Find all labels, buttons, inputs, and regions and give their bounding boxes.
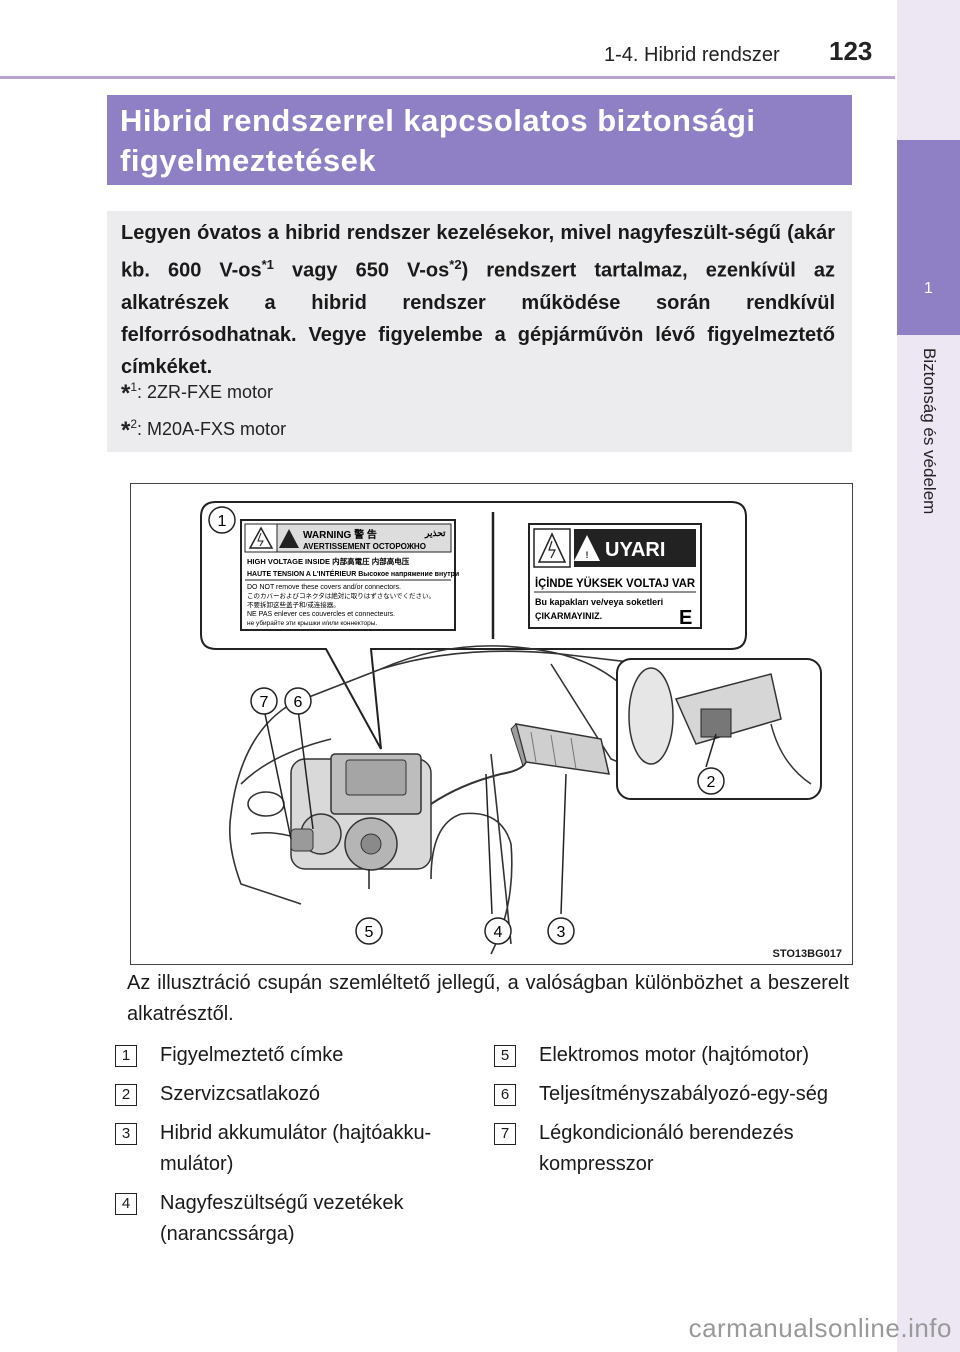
footnote-sup: 2: [130, 417, 138, 431]
intro-box: Legyen óvatos a hibrid rendszer kezelése…: [107, 211, 852, 452]
callout-4: 4: [484, 917, 512, 945]
warning-label-right: ! UYARI İÇİNDE YÜKSEK VOLTAJ VAR Bu kapa…: [528, 523, 702, 629]
svg-text:3: 3: [557, 924, 566, 941]
label-left-line7: не убирайте эти крышки и/или коннекторы.: [247, 619, 377, 627]
intro-text: Legyen óvatos a hibrid rendszer kezelése…: [121, 217, 835, 383]
leader-lines: [263, 708, 717, 915]
label-left-line1: HIGH VOLTAGE INSIDE 内部高電圧 内部高电压: [247, 556, 410, 566]
chapter-number: 1: [924, 280, 933, 297]
callout-6: 6: [284, 687, 312, 715]
list-item: 7 Légkondicionáló berendezés kompresszor: [494, 1118, 859, 1180]
label-left-warning-sub: AVERTISSEMENT ОСТОРОЖНО: [303, 542, 426, 551]
warning-label-left: WARNING 警 告 AVERTISSEMENT ОСТОРОЖНО تحذي…: [240, 519, 459, 631]
list-text: Figyelmeztető címke: [160, 1044, 344, 1066]
service-plug-inset: [616, 658, 822, 800]
list-item: 1 Figyelmeztető címke: [115, 1040, 475, 1071]
intro-sup1: *1: [261, 257, 274, 272]
engine-assembly: [290, 753, 528, 871]
callout-3: 3: [547, 917, 575, 945]
list-number: 4: [115, 1193, 137, 1215]
list-item: 3 Hibrid akkumulátor (hajtóakku-mulátor): [115, 1118, 475, 1180]
figure-caption: Az illusztráció csupán szemléltető jelle…: [127, 972, 849, 1025]
list-item: 4 Nagyfeszültségű vezetékek (narancssárga…: [115, 1188, 475, 1250]
callout-5: 5: [355, 917, 383, 945]
car-outline: [228, 645, 732, 955]
svg-text:!: !: [586, 550, 589, 560]
label-left-warning-head: WARNING 警 告: [303, 528, 377, 541]
label-left-line4: このカバーおよびコネクタは絶対に取りはずさないでください。: [247, 591, 435, 600]
label-right-line2: Bu kapakları ve/veya soketleri: [535, 597, 663, 607]
label-right-line1: İÇİNDE YÜKSEK VOLTAJ VAR: [535, 575, 695, 590]
intro-text-part2: vagy 650 V-os: [273, 259, 450, 282]
footnote-sup: 1: [130, 380, 138, 394]
page-number: 123: [829, 36, 873, 66]
callout-2: 2: [697, 767, 725, 795]
chapter-number-block: 1: [897, 140, 960, 335]
hybrid-battery: [510, 723, 610, 775]
title-banner: Hibrid rendszerrel kapcsolatos biztonság…: [107, 95, 852, 185]
list-item: 6 Teljesítményszabályozó-egy-ség: [494, 1079, 859, 1110]
svg-text:5: 5: [365, 924, 374, 941]
footnote-2: *2: M20A-FXS motor: [121, 414, 287, 444]
footnote-1: *1: 2ZR-FXE motor: [121, 377, 274, 407]
label-right-line3: ÇIKARMAYINIZ.: [535, 611, 602, 621]
chapter-label: Biztonság és védelem: [920, 348, 939, 515]
footnote-text: : M20A-FXS motor: [137, 419, 287, 439]
intro-text-part3: ) rendszert tartalmaz, ezenkívül az alka…: [121, 259, 835, 378]
list-number: 5: [494, 1045, 516, 1067]
header-divider: [0, 76, 895, 79]
list-item: 2 Szervizcsatlakozó: [115, 1079, 475, 1110]
footnote-star: *: [121, 417, 131, 444]
chapter-label-block: Biztonság és védelem: [897, 340, 960, 600]
callout-numbers: 1 2 3 4 5 6 7: [208, 506, 725, 945]
footnote-text: : 2ZR-FXE motor: [137, 382, 274, 402]
list-number: 6: [494, 1084, 516, 1106]
callout-7: 7: [250, 687, 278, 715]
list-text: Elektromos motor (hajtómotor): [539, 1044, 810, 1066]
svg-text:2: 2: [707, 774, 716, 791]
svg-text:4: 4: [494, 924, 503, 941]
list-number: 3: [115, 1123, 137, 1145]
section-title: 1-4. Hibrid rendszer: [604, 44, 780, 66]
callout-1: 1: [208, 506, 236, 534]
svg-text:7: 7: [260, 694, 269, 711]
footnote-star: *: [121, 380, 131, 407]
intro-text-part1: Legyen óvatos a hibrid rendszer kezelése…: [121, 222, 835, 282]
label-left-arabic: تحذير: [424, 528, 446, 539]
list-text: Teljesítményszabályozó-egy-ség: [539, 1083, 829, 1105]
label-left-line3: DO NOT remove these covers and/or connec…: [247, 584, 401, 591]
list-number: 2: [115, 1084, 137, 1106]
list-number: 7: [494, 1123, 516, 1145]
watermark: carmanualsonline.info: [688, 1313, 952, 1343]
label-right-warning-word: UYARI: [605, 539, 665, 561]
list-text: Nagyfeszültségű vezetékek (narancssárga): [160, 1192, 404, 1245]
illustration-svg: WARNING 警 告 AVERTISSEMENT ОСТОРОЖНО تحذي…: [200, 501, 822, 955]
hybrid-system-illustration: WARNING 警 告 AVERTISSEMENT ОСТОРОЖНО تحذي…: [130, 483, 853, 965]
component-list-right: 5 Elektromos motor (hajtómotor) 6 Teljesít…: [494, 1040, 859, 1188]
chapter-side-tab: 1 Biztonság és védelem: [897, 0, 960, 1352]
label-left-line5: 不要拆卸这些盖子和/或连接器。: [247, 600, 340, 609]
svg-text:1: 1: [218, 513, 227, 530]
intro-sup2: *2: [449, 257, 462, 272]
label-left-line2: HAUTE TENSION A L'INTÉRIEUR Высокое напр…: [247, 569, 459, 578]
label-right-letter: E: [679, 607, 692, 629]
page-heading: Hibrid rendszerrel kapcsolatos biztonság…: [120, 103, 756, 178]
list-text: Légkondicionáló berendezés kompresszor: [539, 1122, 794, 1175]
figure-code: STO13BG017: [772, 948, 842, 960]
label-left-line6: NE PAS enlever ces couvercles et connect…: [247, 611, 395, 618]
list-item: 5 Elektromos motor (hajtómotor): [494, 1040, 859, 1071]
list-text: Szervizcsatlakozó: [160, 1083, 321, 1105]
list-text: Hibrid akkumulátor (hajtóakku-mulátor): [160, 1122, 432, 1175]
list-number: 1: [115, 1045, 137, 1067]
svg-text:6: 6: [294, 694, 303, 711]
